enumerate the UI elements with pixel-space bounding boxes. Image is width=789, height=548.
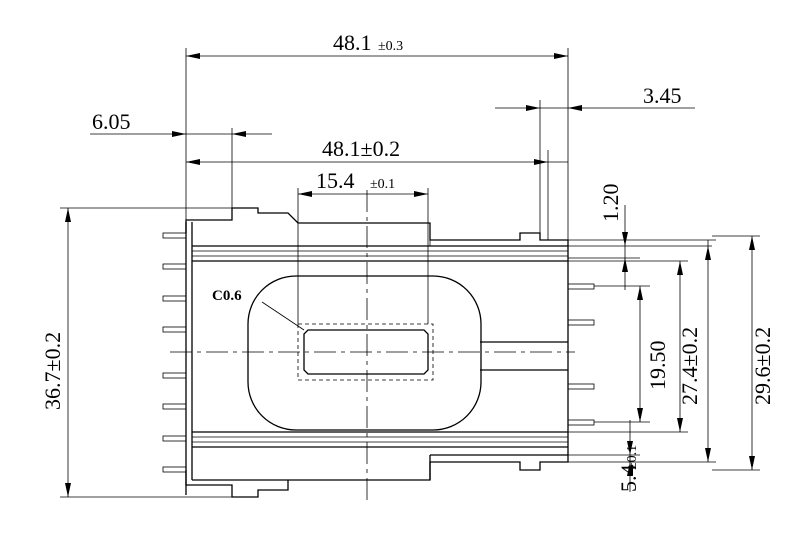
dim-pin-span-a: 19.50 — [594, 285, 670, 423]
dim-window-width: 15.4 ±0.1 — [297, 168, 429, 324]
dim-top-step: 1.20 — [568, 184, 712, 290]
winding-core — [247, 275, 482, 431]
svg-text:±0.3: ±0.3 — [378, 39, 403, 54]
dim-left-offset: 6.05 — [90, 109, 272, 208]
svg-text:3.45: 3.45 — [643, 83, 682, 108]
svg-text:48.1: 48.1 — [333, 30, 372, 55]
left-pins — [162, 232, 187, 473]
dim-pin-span-c: 29.6±0.2 — [540, 235, 775, 471]
bobbin-body — [185, 207, 569, 498]
svg-text:5.4: 5.4 — [616, 465, 641, 493]
svg-text:48.1±0.2: 48.1±0.2 — [322, 136, 400, 161]
dim-right-offset: 3.45 — [495, 83, 695, 233]
svg-text:±0.1: ±0.1 — [370, 177, 395, 192]
svg-text:19.50: 19.50 — [645, 341, 670, 391]
svg-text:36.7±0.2: 36.7±0.2 — [40, 332, 65, 410]
chamfer-leader — [261, 301, 305, 331]
dim-pin-span-b: 27.4±0.2 — [568, 260, 702, 433]
svg-text:6.05: 6.05 — [92, 109, 131, 134]
chamfer-label: C0.6 — [212, 288, 242, 304]
dim-overall-height: 36.7±0.2 — [40, 207, 232, 498]
svg-text:±0.1: ±0.1 — [625, 445, 640, 470]
svg-text:27.4±0.2: 27.4±0.2 — [677, 327, 702, 405]
dim-overall-width: 48.1 ±0.3 — [185, 30, 569, 240]
right-pins — [567, 283, 595, 426]
svg-text:15.4: 15.4 — [316, 168, 355, 193]
dim-inner-width: 48.1±0.2 — [186, 136, 568, 240]
svg-text:1.20: 1.20 — [598, 184, 623, 223]
dim-bottom-pitch: 5.4 ±0.1 — [568, 420, 641, 492]
svg-text:29.6±0.2: 29.6±0.2 — [750, 327, 775, 405]
